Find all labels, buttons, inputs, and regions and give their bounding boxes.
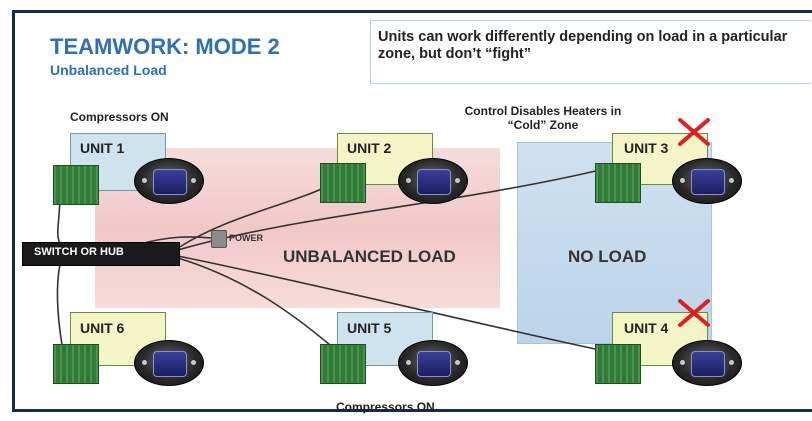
diagram-title: TEAMWORK: MODE 2 <box>50 34 280 59</box>
disabled-x-icon <box>678 118 710 146</box>
control-disables-label: Control Disables Heaters in “Cold” Zone <box>464 104 622 132</box>
disabled-x-icon <box>678 299 710 327</box>
compressors-on-label-top: Compressors ON <box>70 110 169 124</box>
unit-5-label: UNIT 5 <box>347 320 392 336</box>
thermostat-controller-icon <box>398 340 468 386</box>
switch-or-hub <box>22 242 180 266</box>
circuit-board-icon <box>53 165 99 205</box>
thermostat-controller-icon <box>134 340 204 386</box>
unit-4-label: UNIT 4 <box>624 320 669 336</box>
circuit-board-icon <box>595 344 641 384</box>
thermostat-controller-icon <box>398 158 468 204</box>
power-label: POWER <box>229 233 264 243</box>
power-plug-icon <box>211 230 227 248</box>
circuit-board-icon <box>595 163 641 203</box>
thermostat-controller-icon <box>672 158 742 204</box>
circuit-board-icon <box>320 344 366 384</box>
unbalanced-load-label: UNBALANCED LOAD <box>283 247 456 266</box>
thermostat-controller-icon <box>672 340 742 386</box>
unit-6-label: UNIT 6 <box>80 320 125 336</box>
thermostat-controller-icon <box>134 158 204 204</box>
no-load-label: NO LOAD <box>568 247 647 266</box>
wire-unit6 <box>56 263 63 346</box>
note-text: Units can work differently depending on … <box>378 29 788 62</box>
wire-unit4 <box>177 255 601 351</box>
unit-2-label: UNIT 2 <box>347 140 392 156</box>
wire-unit3 <box>177 169 601 251</box>
diagram-subtitle: Unbalanced Load <box>50 62 167 78</box>
unit-1-label: UNIT 1 <box>80 140 125 156</box>
note-box <box>370 20 811 84</box>
wire-unit5 <box>177 257 331 346</box>
hub-label: SWITCH OR HUB <box>34 246 124 258</box>
circuit-board-icon <box>53 344 99 384</box>
compressors-on-label-bottom: Compressors ON <box>336 400 435 414</box>
circuit-board-icon <box>320 163 366 203</box>
unit-3-label: UNIT 3 <box>624 140 669 156</box>
